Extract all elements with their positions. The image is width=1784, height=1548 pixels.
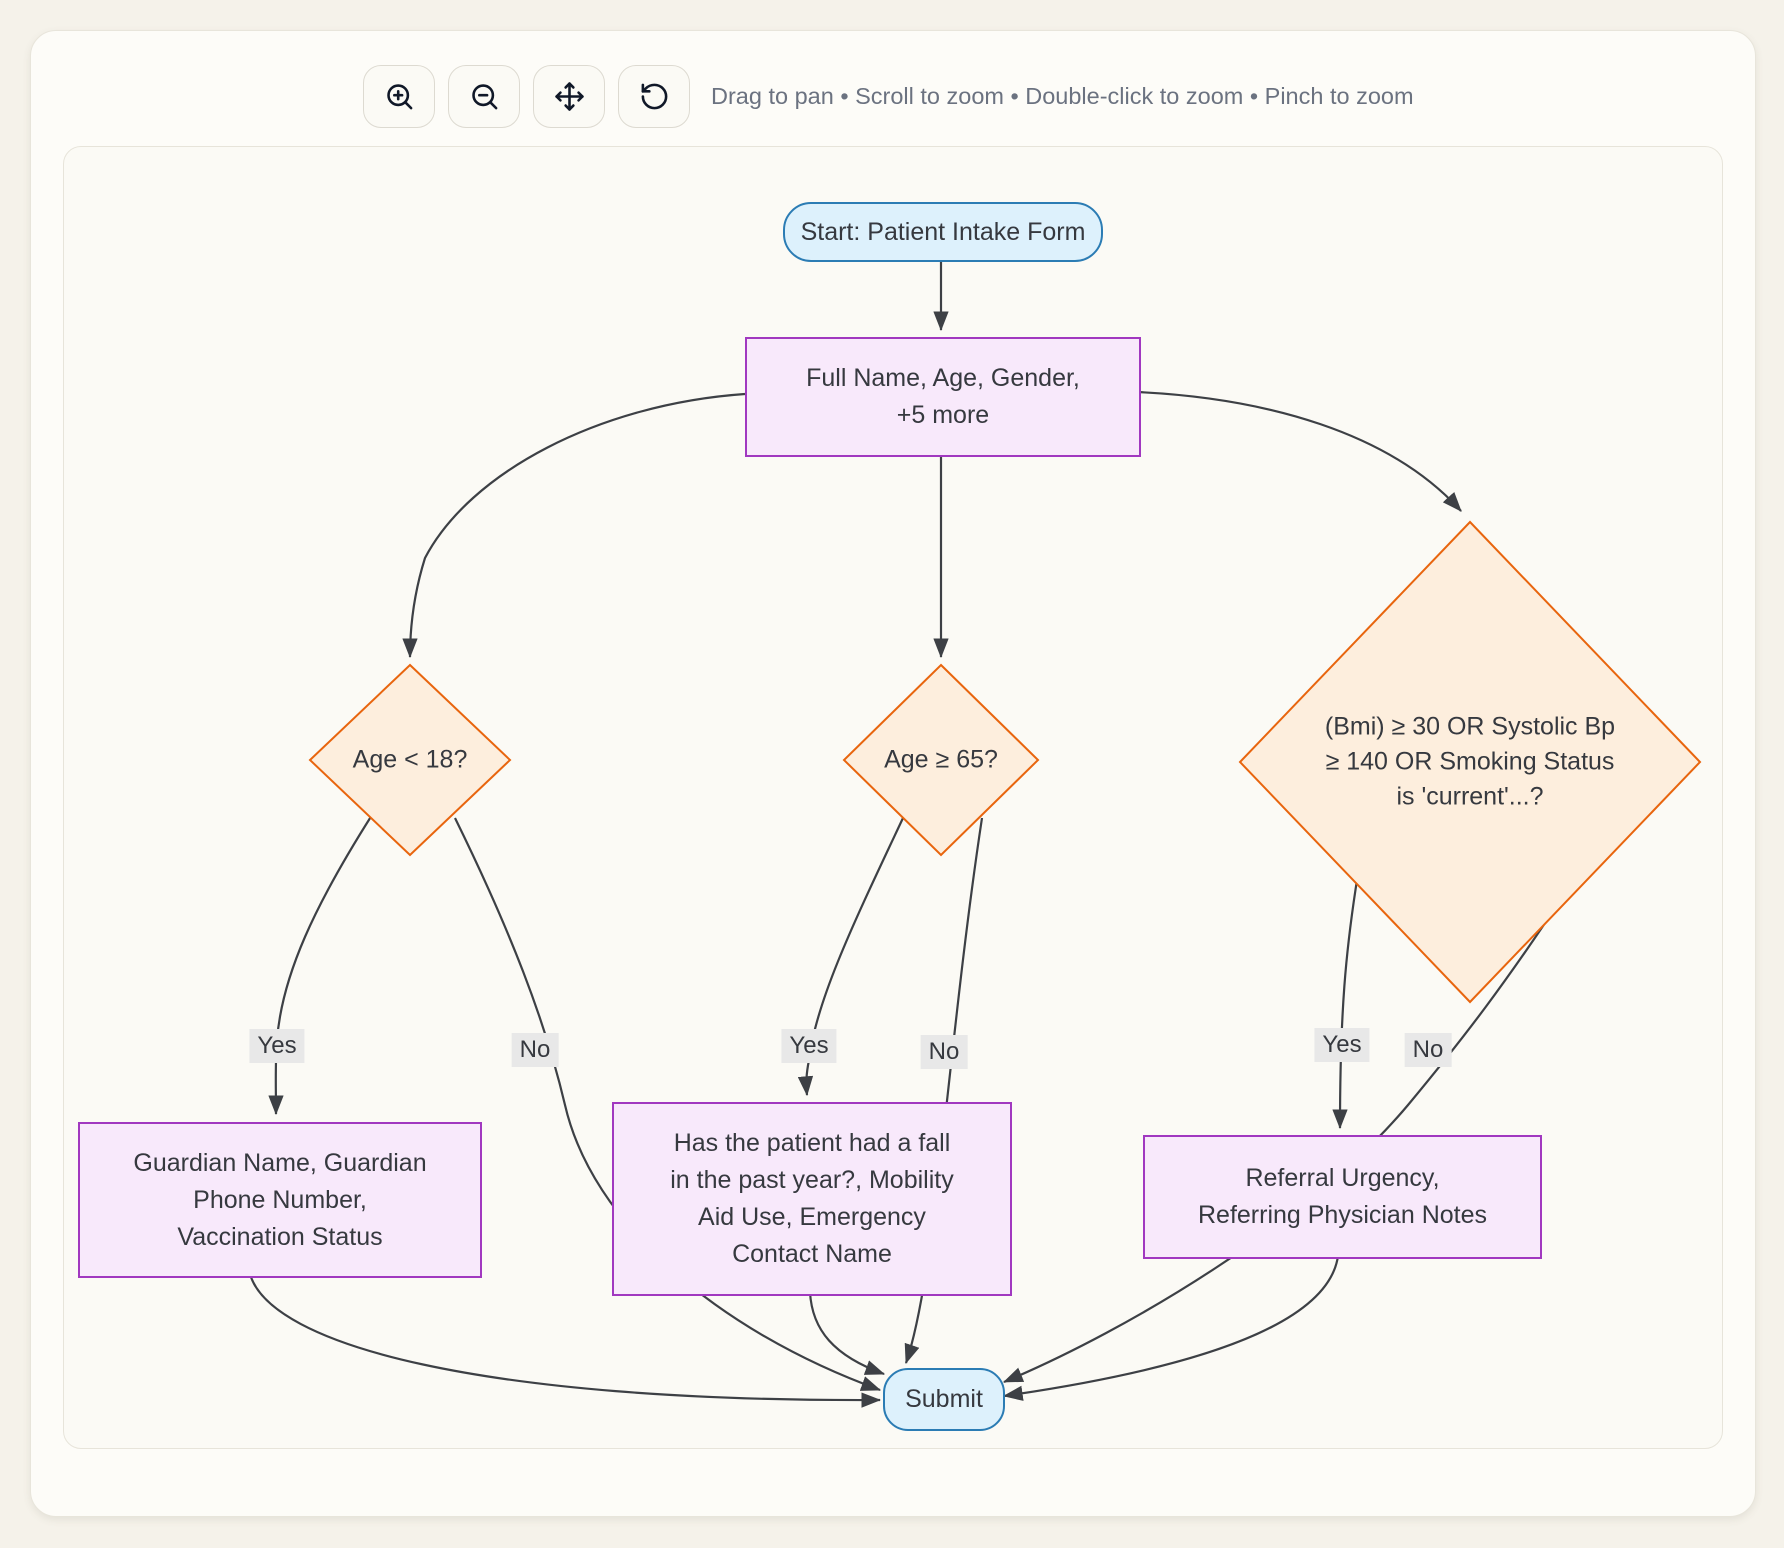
rotate-ccw-icon (641, 83, 667, 110)
node-referral-fields: Referral Urgency, Referring Physician No… (1143, 1135, 1542, 1259)
edge-label-senior-no: No (920, 1035, 968, 1069)
pan-button[interactable] (533, 65, 605, 128)
viewer-toolbar: Drag to pan • Scroll to zoom • Double-cl… (0, 65, 1784, 129)
node-senior-fields: Has the patient had a fall in the past y… (612, 1102, 1012, 1296)
edge-label-senior-yes: Yes (781, 1029, 837, 1063)
node-minor-check: Age < 18? (352, 745, 468, 774)
node-submit: Submit (883, 1368, 1005, 1431)
toolbar-hint: Drag to pan • Scroll to zoom • Double-cl… (711, 83, 1414, 109)
magnifier-plus-icon (386, 84, 412, 110)
edge-label-minor-no: No (511, 1033, 559, 1067)
node-intake-fields: Full Name, Age, Gender, +5 more (745, 337, 1141, 457)
edge-label-risk-yes: Yes (1314, 1028, 1370, 1062)
node-risk-check: (Bmi) ≥ 30 OR Systolic Bp ≥ 140 OR Smoki… (1324, 712, 1616, 811)
edge-label-minor-yes: Yes (249, 1029, 305, 1063)
edge-label-risk-no: No (1404, 1033, 1452, 1067)
zoom-in-button[interactable] (363, 65, 435, 128)
node-senior-check: Age ≥ 65? (884, 745, 998, 774)
move-arrows-icon (554, 82, 584, 111)
node-guardian-fields: Guardian Name, Guardian Phone Number, Va… (78, 1122, 482, 1278)
zoom-out-button[interactable] (448, 65, 520, 128)
node-start: Start: Patient Intake Form (783, 202, 1103, 262)
reset-view-button[interactable] (618, 65, 690, 128)
magnifier-minus-icon (471, 84, 497, 110)
